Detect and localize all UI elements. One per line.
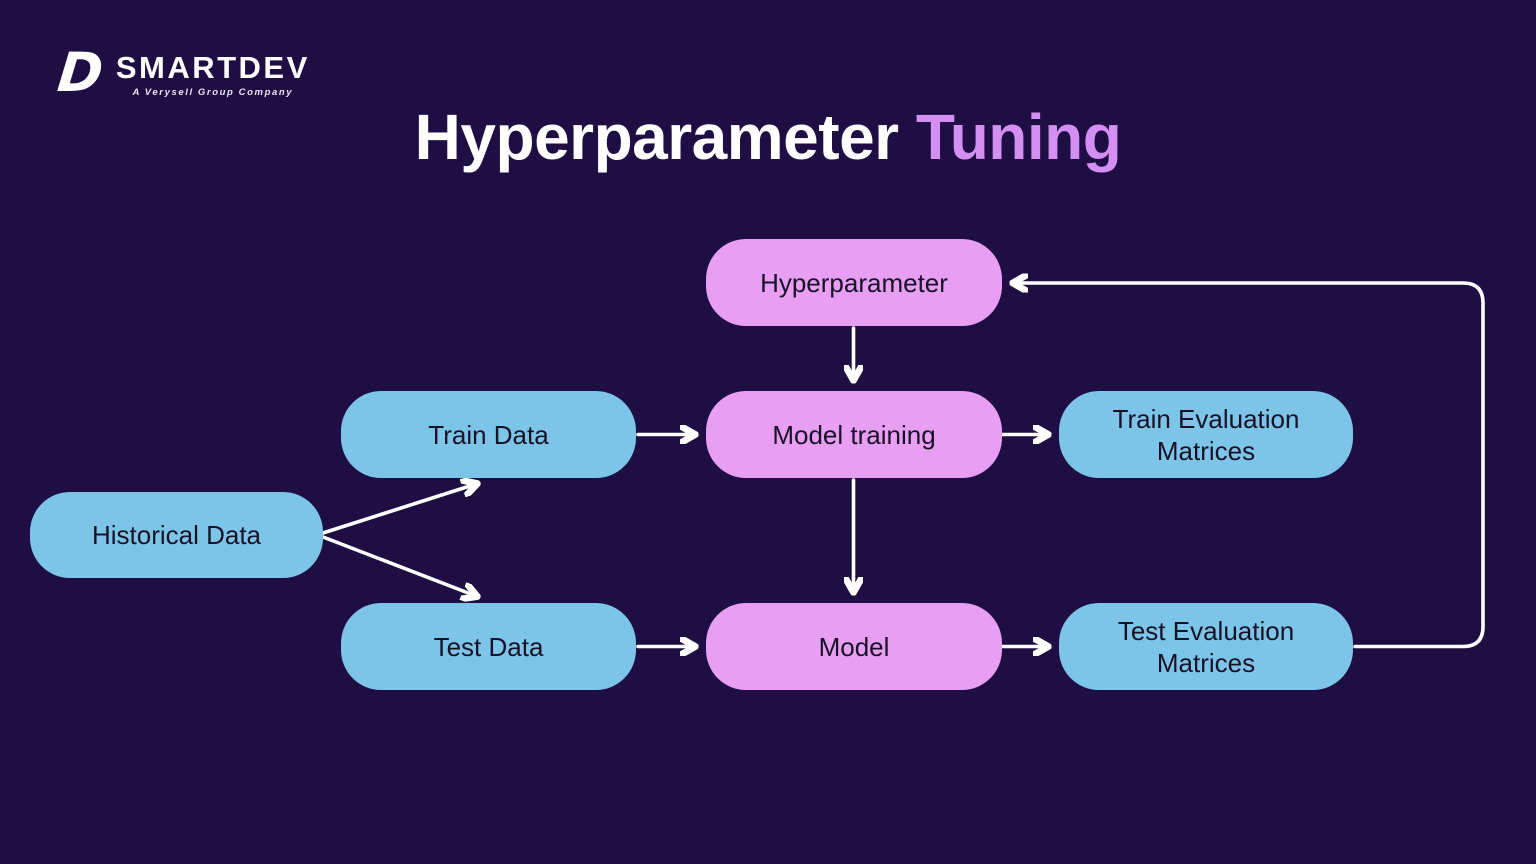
node-train-data-label: Train Data <box>428 419 549 450</box>
smartdev-logo-icon: D <box>54 41 107 104</box>
node-model-training-label: Model training <box>772 419 936 450</box>
node-test-evaluation-matrices-label: Test Evaluation Matrices <box>1117 615 1295 678</box>
page-title: Hyperparameter Tuning <box>0 98 1536 176</box>
edge-historical-data-to-train-data <box>321 484 476 535</box>
title-part-2: Tuning <box>915 101 1122 173</box>
node-test-data: Test Data <box>341 603 636 690</box>
node-model-label: Model <box>818 631 890 662</box>
node-hyperparameter: Hyperparameter <box>706 239 1002 326</box>
node-model-training: Model training <box>706 391 1002 478</box>
logo-brand-text: SMARTDEV <box>115 50 310 85</box>
logo-tagline: A Verysell Group Company <box>132 87 294 98</box>
edge-historical-data-to-test-data <box>321 535 476 596</box>
node-train-data: Train Data <box>341 391 636 478</box>
node-test-evaluation-matrices: Test Evaluation Matrices <box>1059 603 1353 690</box>
node-model: Model <box>706 603 1002 690</box>
smartdev-logo: D SMARTDEV A Verysell Group Company <box>54 41 310 104</box>
node-train-evaluation-matrices-label: Train Evaluation Matrices <box>1112 403 1300 466</box>
node-train-evaluation-matrices: Train Evaluation Matrices <box>1059 391 1353 478</box>
title-part-1: Hyperparameter <box>414 101 899 173</box>
node-hyperparameter-label: Hyperparameter <box>760 267 948 298</box>
node-test-data-label: Test Data <box>433 631 544 662</box>
node-historical-data: Historical Data <box>30 492 323 578</box>
node-historical-data-label: Historical Data <box>91 520 262 550</box>
